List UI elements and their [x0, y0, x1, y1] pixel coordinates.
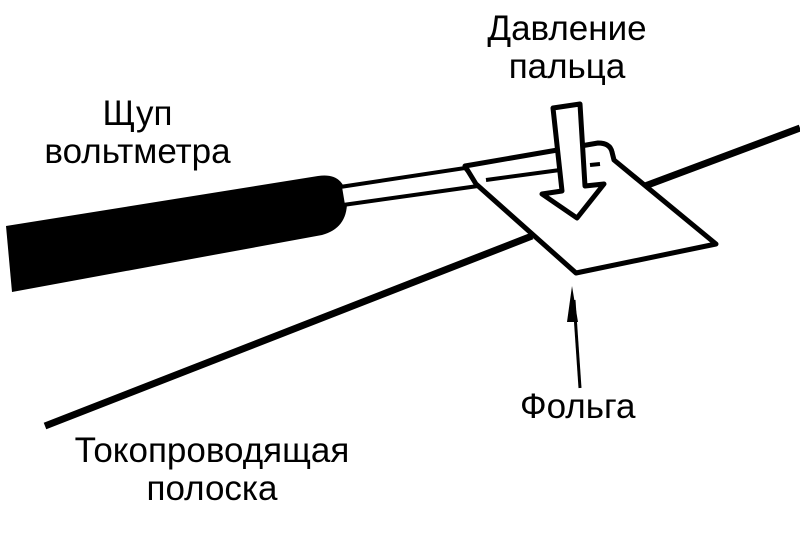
probe-label: Щуп вольтметра — [30, 95, 245, 171]
pressure-label: Давление пальца — [472, 10, 662, 86]
probe-rod — [337, 165, 482, 208]
strip-label: Токопроводящая полоска — [52, 432, 372, 508]
pressure-arrow — [539, 101, 607, 221]
conductive-strip — [43, 232, 534, 430]
foil-label: Фольга — [520, 387, 636, 426]
foil-fold — [485, 168, 561, 182]
foil-pointer-arrowhead — [567, 286, 578, 322]
foil-fold-2 — [589, 162, 601, 167]
probe-label-line1: Щуп — [102, 94, 173, 133]
conductive-strip-far — [643, 124, 800, 190]
strip-label-line2: полоска — [146, 469, 278, 508]
probe-label-line2: вольтметра — [44, 132, 231, 171]
strip-label-line1: Токопроводящая — [74, 431, 350, 470]
probe-handle — [6, 175, 348, 292]
foil — [462, 140, 719, 276]
pressure-label-line1: Давление — [487, 9, 647, 48]
pressure-label-line2: пальца — [508, 47, 626, 86]
